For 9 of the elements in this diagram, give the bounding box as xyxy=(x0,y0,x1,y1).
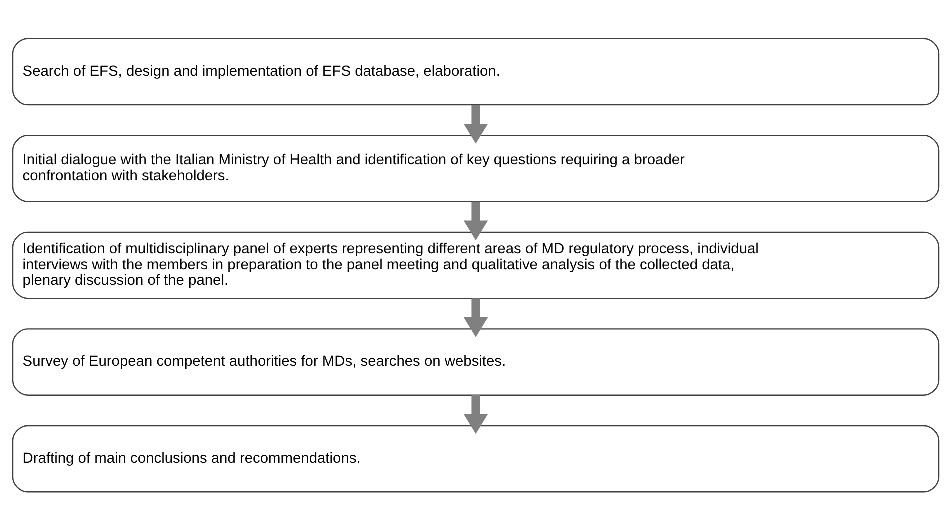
node-box: Survey of European competent authorities for MDs, searches on websites. xyxy=(12,328,940,396)
node-box: Identification of multidisciplinary panel of experts representing different areas of MD regulatory process, individual interviews with the members in preparation to the panel meeting and qualitative analysis of the collected data, plenary discussion of the panel. xyxy=(12,231,940,299)
node-box: Initial dialogue with the Italian Ministry of Health and identification of key questions requiring a broader confrontation with stakeholders. xyxy=(12,134,940,202)
node-box: Search of EFS, design and implementation of EFS database, elaboration. xyxy=(12,38,940,106)
arrow xyxy=(464,298,488,337)
node-box: Drafting of main conclusions and recommendations. xyxy=(12,424,940,492)
arrow xyxy=(464,104,488,144)
arrow xyxy=(464,201,488,240)
arrow xyxy=(464,394,488,434)
